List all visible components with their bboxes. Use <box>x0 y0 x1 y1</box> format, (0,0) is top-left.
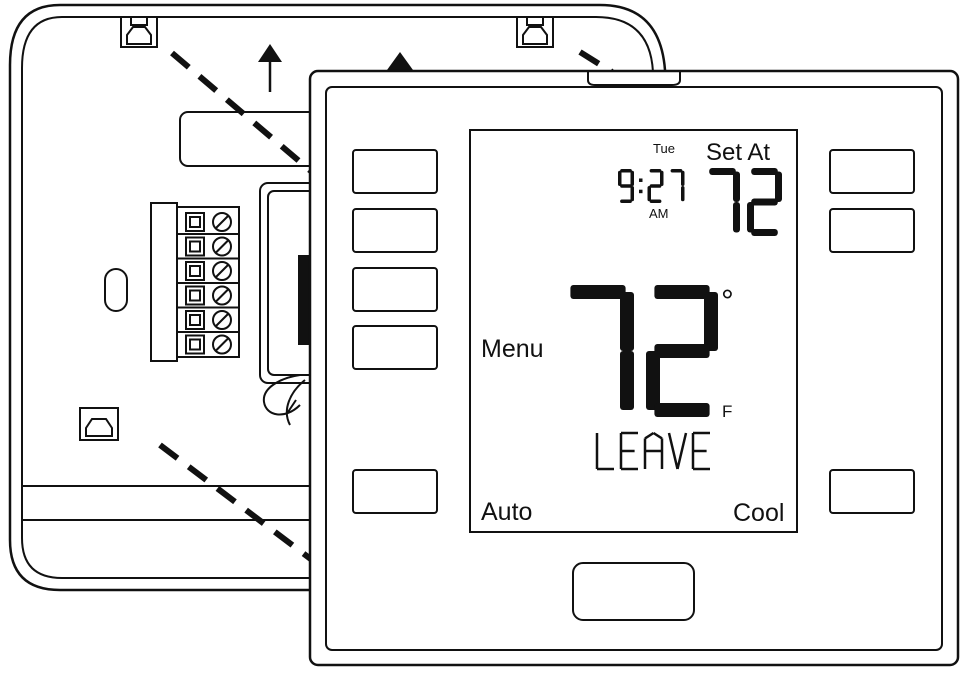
up-button[interactable] <box>829 149 915 194</box>
status-letter <box>643 431 664 469</box>
alignment-guides <box>158 49 614 563</box>
unit-label: F <box>722 402 732 421</box>
current-temp-readout <box>570 285 718 417</box>
left-button-2[interactable] <box>352 208 438 253</box>
wires <box>262 374 306 426</box>
time-readout <box>618 169 685 203</box>
status-letter <box>691 431 710 471</box>
lcd-display: Tue Set At AM Menu ° F Auto Cool <box>469 129 798 533</box>
terminal-block <box>150 202 240 362</box>
mode-label: Auto <box>481 498 532 526</box>
mounting-hole <box>104 268 128 312</box>
terminal-screw-icon <box>185 334 232 355</box>
set-at-label: Set At <box>706 139 770 166</box>
status-letter <box>667 432 688 470</box>
segment-digit <box>647 169 664 203</box>
arrow-up-icon <box>258 44 282 92</box>
segment-digit <box>646 285 718 417</box>
terminal-screw-icon <box>177 261 239 284</box>
fan-label: Cool <box>733 499 784 527</box>
terminal-screw-icon <box>177 310 239 333</box>
colon-dot <box>639 178 643 182</box>
segment-digit <box>570 285 634 410</box>
left-button-1[interactable] <box>352 149 438 194</box>
thermostat-front: Tue Set At AM Menu ° F Auto Cool <box>308 69 960 667</box>
fan-button[interactable] <box>829 469 915 514</box>
set-temp-readout <box>709 168 782 236</box>
down-button[interactable] <box>829 208 915 253</box>
bottom-button[interactable] <box>572 562 695 621</box>
segment-digit <box>618 169 634 203</box>
day-label: Tue <box>653 141 675 156</box>
mounting-clip-bottom-left <box>79 407 119 441</box>
mode-button[interactable] <box>352 469 438 514</box>
status-letter <box>619 431 638 471</box>
terminal-screw-icon <box>177 212 239 235</box>
terminal-screw-icon <box>177 236 239 260</box>
segment-digit <box>709 168 740 233</box>
segment-digit <box>670 169 685 202</box>
segment-digit <box>747 168 782 236</box>
terminal-screw-icon <box>177 285 239 309</box>
menu-label: Menu <box>481 335 544 363</box>
colon-dot <box>639 189 643 194</box>
left-button-3[interactable] <box>352 267 438 312</box>
wire-bundle <box>298 255 312 345</box>
status-word-readout <box>595 431 710 471</box>
menu-button[interactable] <box>352 325 438 370</box>
degree-symbol: ° <box>721 283 734 319</box>
status-letter <box>595 433 614 471</box>
meridiem-label: AM <box>649 206 669 221</box>
mounting-clip-top-left <box>120 16 158 48</box>
mounting-clip-top-right <box>516 16 554 48</box>
arrow-up-icon-2 <box>387 52 413 70</box>
